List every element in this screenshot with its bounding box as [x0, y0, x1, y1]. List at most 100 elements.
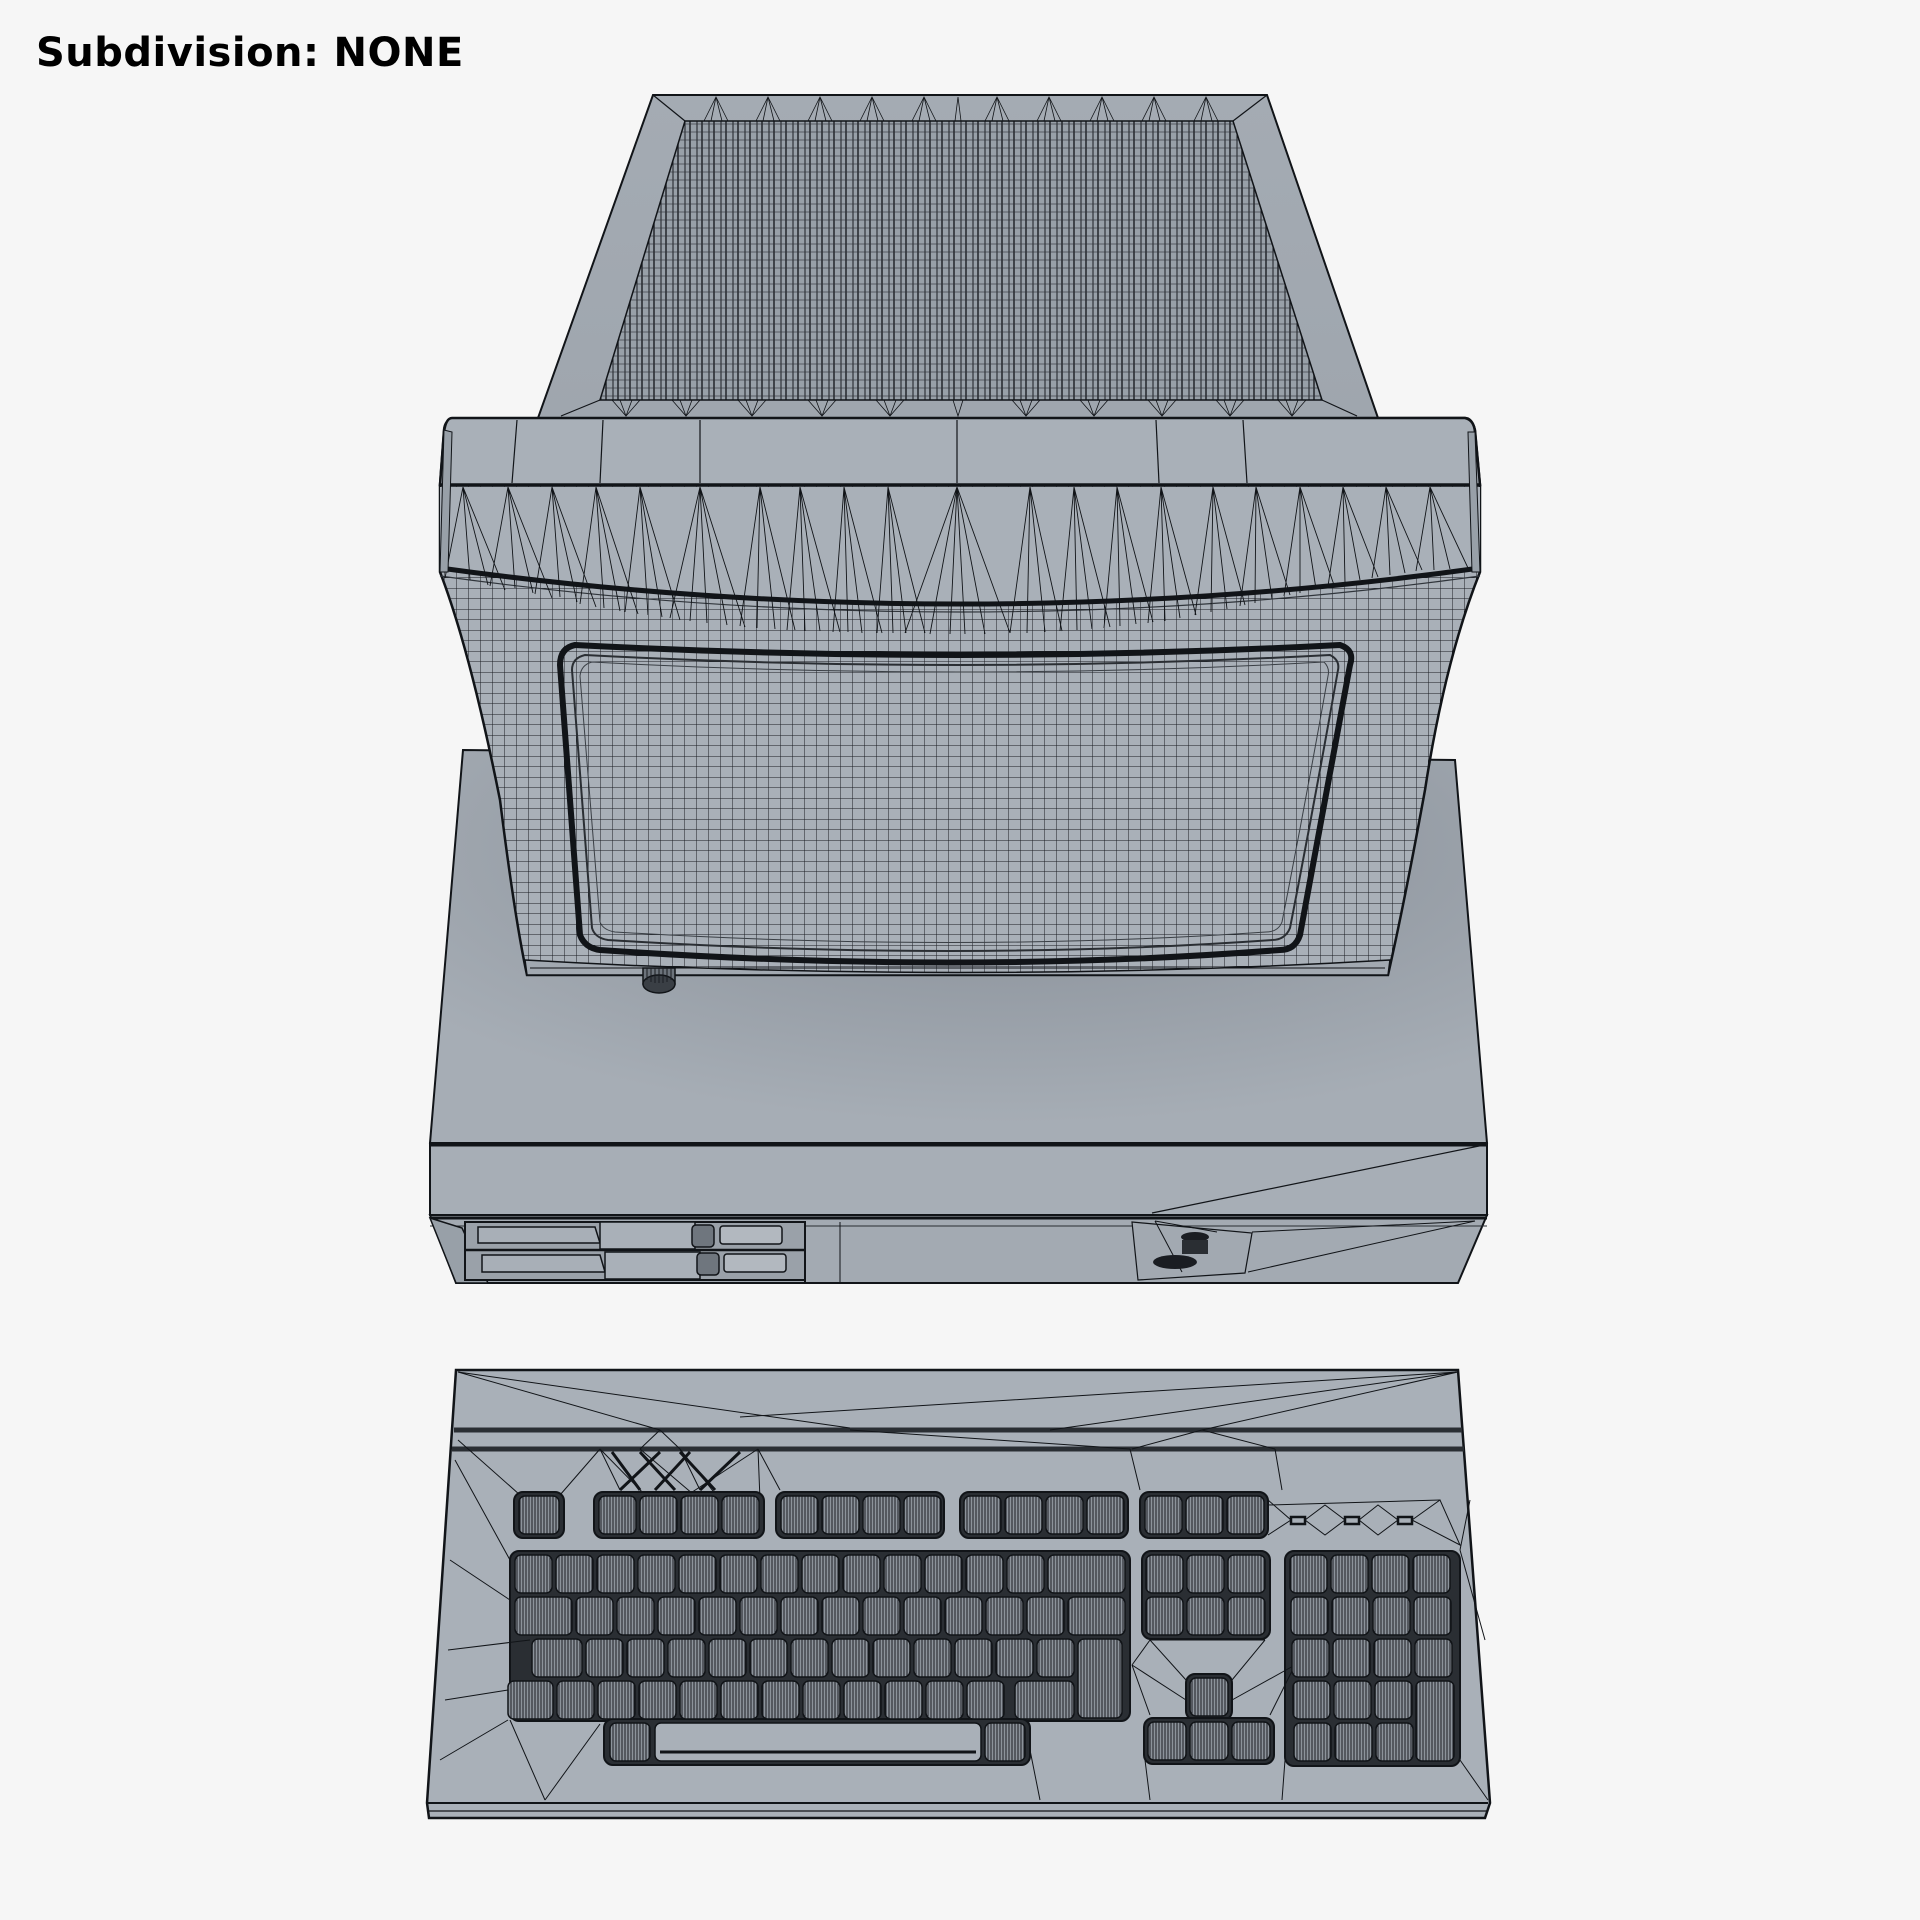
key-f12[interactable]: [1086, 1495, 1125, 1535]
key-num-multiply[interactable]: [1371, 1554, 1410, 1594]
key-num-1[interactable]: [1292, 1680, 1331, 1720]
key-page-down[interactable]: [1227, 1596, 1266, 1636]
key-num-0[interactable]: [1293, 1722, 1332, 1762]
key-insert[interactable]: [1145, 1554, 1184, 1594]
key-home[interactable]: [1186, 1554, 1225, 1594]
key[interactable]: [597, 1680, 636, 1720]
key-f6[interactable]: [821, 1495, 860, 1535]
key[interactable]: [872, 1638, 911, 1678]
key-enter[interactable]: [1077, 1638, 1123, 1719]
key-f4[interactable]: [721, 1495, 760, 1535]
key[interactable]: [790, 1638, 829, 1678]
key-end[interactable]: [1186, 1596, 1225, 1636]
key[interactable]: [903, 1596, 942, 1636]
key[interactable]: [575, 1596, 614, 1636]
key[interactable]: [802, 1680, 841, 1720]
key[interactable]: [821, 1596, 860, 1636]
key[interactable]: [884, 1680, 923, 1720]
key-num-decimal[interactable]: [1375, 1722, 1414, 1762]
key-num-6[interactable]: [1373, 1638, 1412, 1678]
key[interactable]: [1036, 1638, 1075, 1678]
key[interactable]: [749, 1638, 788, 1678]
key-delete[interactable]: [1145, 1596, 1184, 1636]
key-num-minus[interactable]: [1412, 1554, 1451, 1594]
key-right-alt[interactable]: [984, 1722, 1026, 1762]
drive-1-latch-icon[interactable]: [691, 1224, 715, 1248]
key-arrow-left[interactable]: [1147, 1721, 1187, 1761]
key-num-lock[interactable]: [1289, 1554, 1328, 1594]
key-f9[interactable]: [963, 1495, 1002, 1535]
key[interactable]: [944, 1596, 983, 1636]
drive-2-latch-icon[interactable]: [696, 1252, 720, 1276]
key[interactable]: [913, 1638, 952, 1678]
key[interactable]: [1026, 1596, 1065, 1636]
key-num-00[interactable]: [1334, 1722, 1373, 1762]
key[interactable]: [954, 1638, 993, 1678]
key[interactable]: [1006, 1554, 1045, 1594]
key-right-shift[interactable]: [1014, 1680, 1075, 1720]
key[interactable]: [698, 1596, 737, 1636]
key-num-5[interactable]: [1332, 1638, 1371, 1678]
key-num-7[interactable]: [1290, 1596, 1329, 1636]
key-num-3[interactable]: [1374, 1680, 1413, 1720]
key[interactable]: [555, 1554, 594, 1594]
key-num-9[interactable]: [1372, 1596, 1411, 1636]
key-backspace[interactable]: [1047, 1554, 1126, 1594]
key-backslash[interactable]: [1067, 1596, 1126, 1636]
key[interactable]: [831, 1638, 870, 1678]
key-page-up[interactable]: [1227, 1554, 1266, 1594]
key-arrow-right[interactable]: [1231, 1721, 1271, 1761]
key[interactable]: [801, 1554, 840, 1594]
key[interactable]: [720, 1680, 759, 1720]
key[interactable]: [862, 1596, 901, 1636]
key-print-screen[interactable]: [1144, 1495, 1183, 1535]
key-f10[interactable]: [1004, 1495, 1043, 1535]
key-scroll-lock[interactable]: [1185, 1495, 1224, 1535]
key[interactable]: [678, 1554, 717, 1594]
key[interactable]: [739, 1596, 778, 1636]
adjustment-knob[interactable]: [642, 967, 676, 994]
key[interactable]: [842, 1554, 881, 1594]
key-f11[interactable]: [1045, 1495, 1084, 1535]
key-num-divide[interactable]: [1330, 1554, 1369, 1594]
key-pause[interactable]: [1226, 1495, 1265, 1535]
key[interactable]: [708, 1638, 747, 1678]
key-num-2[interactable]: [1333, 1680, 1372, 1720]
key[interactable]: [780, 1596, 819, 1636]
key-f8[interactable]: [903, 1495, 942, 1535]
key-esc[interactable]: [518, 1495, 560, 1535]
key[interactable]: [985, 1596, 1024, 1636]
key-arrow-down[interactable]: [1189, 1721, 1229, 1761]
key-num-extra[interactable]: [1414, 1638, 1453, 1678]
key-left-alt[interactable]: [609, 1722, 651, 1762]
key-num-8[interactable]: [1331, 1596, 1370, 1636]
key[interactable]: [638, 1680, 677, 1720]
key[interactable]: [514, 1554, 553, 1594]
key[interactable]: [761, 1680, 800, 1720]
key[interactable]: [843, 1680, 882, 1720]
key[interactable]: [626, 1638, 665, 1678]
key[interactable]: [667, 1638, 706, 1678]
key-f1[interactable]: [598, 1495, 637, 1535]
key[interactable]: [965, 1554, 1004, 1594]
key-num-4[interactable]: [1291, 1638, 1330, 1678]
key-f5[interactable]: [780, 1495, 819, 1535]
key[interactable]: [760, 1554, 799, 1594]
key-f2[interactable]: [639, 1495, 678, 1535]
key[interactable]: [925, 1680, 964, 1720]
key-left-shift[interactable]: [507, 1680, 554, 1720]
key-caps-lock[interactable]: [531, 1638, 583, 1678]
key[interactable]: [657, 1596, 696, 1636]
key[interactable]: [616, 1596, 655, 1636]
key-tab[interactable]: [514, 1596, 573, 1636]
key-spacebar[interactable]: [654, 1722, 982, 1762]
key-num-plus[interactable]: [1413, 1596, 1452, 1636]
key[interactable]: [719, 1554, 758, 1594]
key-arrow-up[interactable]: [1189, 1677, 1229, 1717]
key[interactable]: [883, 1554, 922, 1594]
power-switch[interactable]: [1131, 1220, 1476, 1281]
key-f3[interactable]: [680, 1495, 719, 1535]
key[interactable]: [995, 1638, 1034, 1678]
key-num-enter[interactable]: [1415, 1680, 1455, 1762]
key[interactable]: [596, 1554, 635, 1594]
